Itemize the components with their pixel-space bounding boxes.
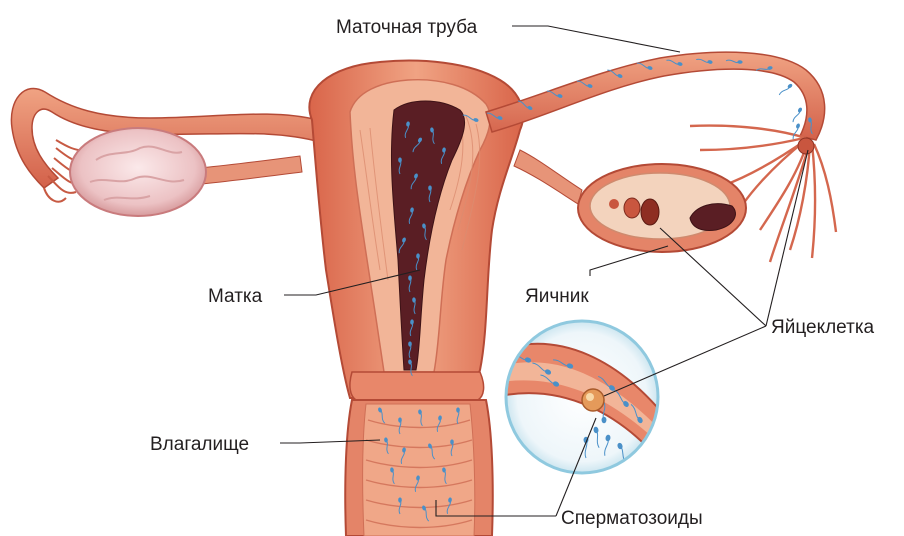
left-ovary bbox=[70, 128, 206, 216]
label-fallopian-tube: Маточная труба bbox=[336, 17, 478, 38]
zoom-inset bbox=[500, 321, 668, 473]
egg-cell-icon bbox=[798, 138, 814, 154]
label-sperm: Сперматозоиды bbox=[561, 508, 703, 529]
sperm-cell-icon bbox=[791, 107, 802, 123]
label-vagina: Влагалище bbox=[150, 434, 249, 455]
egg-cell-icon bbox=[582, 389, 604, 411]
right-ovarian-ligament bbox=[514, 150, 582, 204]
sperm-cell-icon bbox=[778, 83, 793, 96]
label-uterus: Матка bbox=[208, 286, 263, 307]
label-ovary: Яичник bbox=[525, 286, 589, 307]
label-egg: Яйцеклетка bbox=[771, 317, 875, 338]
left-ovarian-ligament bbox=[200, 156, 302, 184]
right-ovary bbox=[578, 164, 746, 252]
